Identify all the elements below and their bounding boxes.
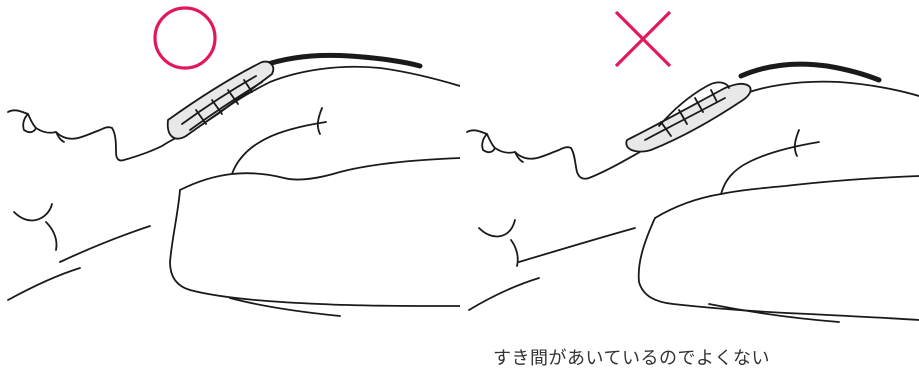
device-raised-top <box>658 81 730 127</box>
device-cable <box>259 52 423 69</box>
mouth-outline <box>514 151 524 163</box>
arm-inner-outline <box>179 157 460 191</box>
lower-back-outline <box>229 297 341 317</box>
breast-outline <box>478 219 516 238</box>
circle-mark-icon <box>153 6 217 70</box>
breast-crease <box>510 239 519 267</box>
bad-example-caption: すき間があいているのでよくない <box>493 348 770 369</box>
belly-outline <box>468 277 540 311</box>
chest-outline <box>720 141 820 195</box>
shoulder-crease <box>316 107 323 135</box>
good-example-illustration <box>7 6 460 317</box>
lower-back-outline <box>708 303 840 323</box>
shoulder-crease <box>793 129 800 157</box>
arm-inner-outline <box>654 175 919 219</box>
cross-mark-icon <box>614 10 672 68</box>
bad-example-illustration <box>466 10 919 323</box>
arm-outline <box>169 189 460 307</box>
device-strap-detail <box>195 79 253 125</box>
chin-neck-outline <box>111 127 177 162</box>
chin-neck-outline <box>570 147 648 180</box>
arm-outline <box>637 217 919 321</box>
breast-outline <box>13 203 53 222</box>
chest-outline <box>231 121 327 175</box>
nose-outline <box>22 113 37 134</box>
device-inner-detail-2 <box>189 81 263 131</box>
monitor-device <box>166 60 275 140</box>
device-cable <box>738 61 882 83</box>
torso-line <box>518 227 636 263</box>
belly-outline <box>7 267 81 301</box>
mouth-outline <box>55 131 65 143</box>
device-inner-detail <box>181 75 257 125</box>
breast-crease <box>45 221 58 251</box>
torso-line <box>59 225 151 263</box>
bad-example-panel <box>459 0 919 330</box>
device-strap-detail <box>660 89 718 137</box>
nose-outline <box>481 133 496 154</box>
good-example-panel <box>0 0 460 330</box>
